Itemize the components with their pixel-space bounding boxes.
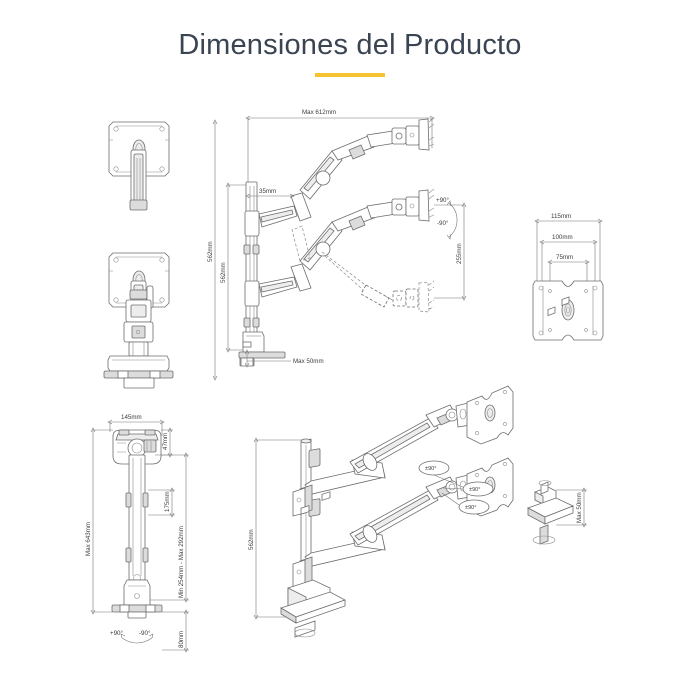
top-view-range-dimension: Min 254mm - Max 292mm [150,452,189,603]
iso-upper-arm [292,385,514,517]
front-view-height-dimension: 562mm [207,119,218,381]
front-view-pole [123,299,154,357]
front-view-lower-vesa-plate [108,252,170,308]
side-view-max-reach-dimension: Max 612mm [245,109,435,185]
top-view-pole-and-base: 145mm 47mm [85,414,189,653]
side-view-tilt-down-label: -90° [437,220,449,227]
top-view-rotate-left-label: +90° [110,630,123,637]
top-view-range-label: Min 254mm - Max 292mm [178,526,185,598]
vesa-mounting-plate: 115mm 100mm 75mm [532,213,604,341]
front-view-dual-monitor-mount: 562mm [103,119,218,389]
vesa-outer-width-label: 115mm [551,213,571,220]
front-view-base-clamp [103,355,174,389]
iso-swivel-bottom-label: ±90° [465,505,477,511]
top-view-segment-label: 175mm [164,491,171,512]
side-view-dual-monitor-mount: Max 612mm [220,109,467,368]
side-view-offset-label: 35mm [259,188,276,195]
front-view-upper-arm [129,149,148,211]
side-view-base-clamp [238,331,286,367]
top-view-base-height-dimension: 80mm [162,609,189,653]
top-view-max-height-dimension: Max 643mm [85,427,113,615]
top-view-segment-dimension: 175mm [148,487,175,518]
page-title: Dimensiones del Producto [178,29,522,61]
vesa-100-dimension: 100mm [539,234,598,286]
vesa-outer-width-dimension: 115mm [534,213,603,286]
side-view-tilt-annotation: +90° -90° [436,197,458,240]
side-view-offset-dimension: 35mm [245,188,295,199]
top-view-base-height-label: 80mm [178,631,185,648]
desk-clamp-detail: Max 50mm [527,296,587,545]
iso-pole-height-dimension: 562mm [248,437,302,620]
top-view-head-width-dimension: 145mm [107,414,165,436]
top-view-head [112,429,162,465]
side-view-upper-arm [244,117,435,237]
isometric-view-dual-monitor-mount: 562mm [248,385,514,638]
side-view-desk-thickness-label: Max 50mm [293,358,324,365]
top-view-rotate-right-label: -90° [139,630,151,637]
vesa-75-dimension: 75mm [547,254,590,286]
title-underline-accent [315,72,385,77]
front-view-height-label: 562mm [207,241,214,262]
iso-swivel-top-label: ±90° [425,466,437,472]
title-block: Dimensiones del Producto [0,29,700,77]
side-view-travel-dimension: 255mm [434,202,467,301]
front-view-upper-vesa-plate [108,121,170,177]
top-view-pole [125,454,149,582]
top-view-base-clamp [111,579,163,619]
vesa-100-label: 100mm [552,234,573,241]
iso-swivel-mid-label: ±90° [469,487,481,493]
vesa-75-label: 75mm [556,254,573,261]
iso-base-clamp [280,491,346,638]
top-view-max-height-label: Max 643mm [85,522,92,556]
clamp-range-label: Max 50mm [576,492,583,523]
side-view-lower-arm [244,188,435,313]
side-view-pole-height-label: 562mm [220,262,227,283]
top-view-head-depth-label: 47mm [162,433,169,450]
side-view-tilt-up-label: +90° [436,197,449,204]
side-view-max-reach-label: Max 612mm [302,109,336,116]
iso-pole-height-label: 562mm [248,529,255,550]
vesa-plate-body [532,280,604,341]
top-view-head-width-label: 145mm [121,414,142,421]
top-view-rotation-annotation: +90° -90° [110,630,154,644]
side-view-travel-label: 255mm [456,243,463,264]
side-view-pole [243,181,260,351]
side-view-desk-thickness-dimension: Max 50mm [244,349,324,368]
clamp-range-dimension: Max 50mm [556,487,587,528]
side-view-pole-height-dimension: 562mm [220,182,246,353]
iso-swivel-callouts: ±90° ±90° ±90° [418,460,494,515]
